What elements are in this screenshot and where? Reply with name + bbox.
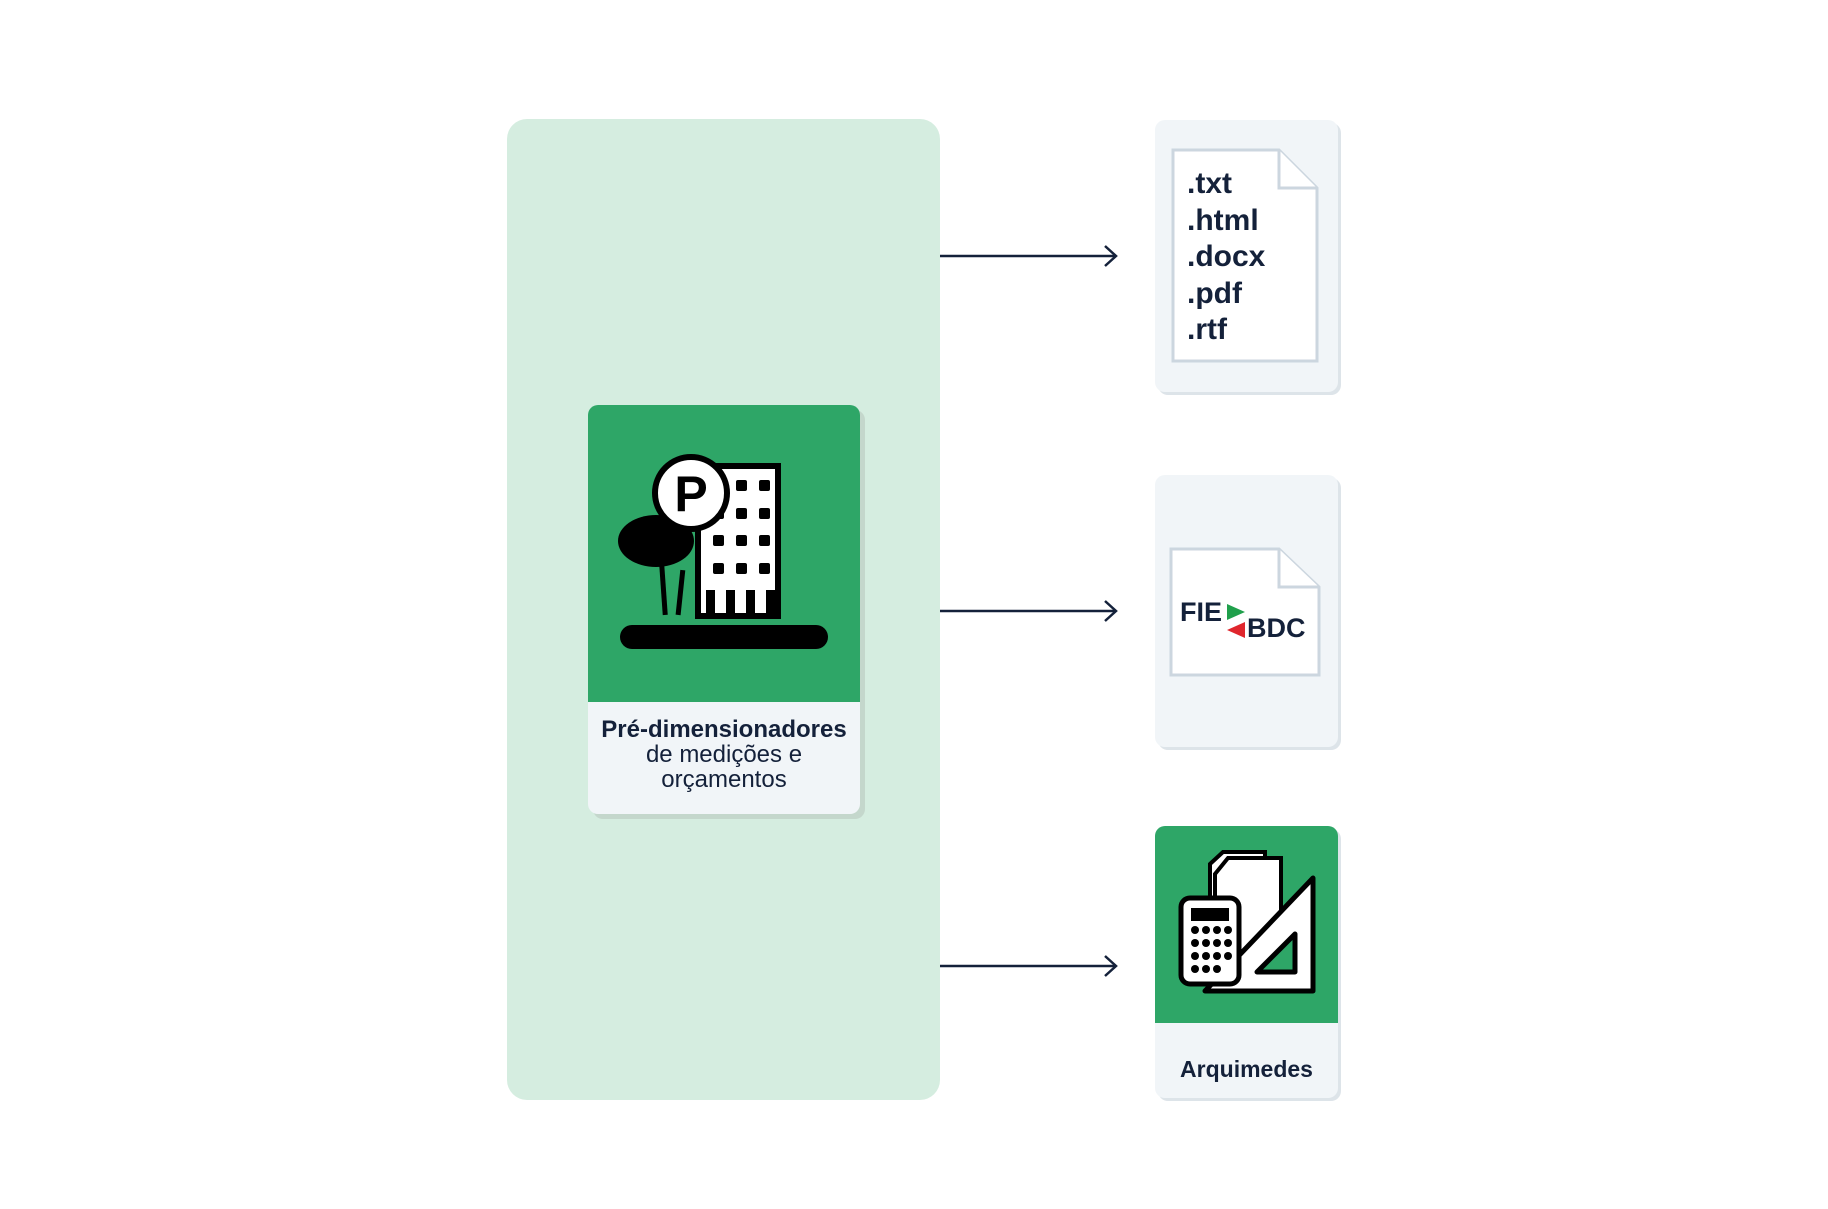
arquimedes-icon: [1155, 826, 1338, 1023]
arrow-to-fiebdc: [940, 600, 1118, 622]
pre-dimensionadores-card: P Pré-dimensionadores de medições e orça…: [588, 405, 860, 814]
format-item: .docx: [1187, 240, 1266, 273]
document-icon: [1171, 148, 1319, 363]
fiebdc-card: FIE BDC: [1155, 475, 1338, 747]
arquimedes-label: Arquimedes: [1180, 1056, 1313, 1082]
format-item: .txt: [1187, 167, 1232, 200]
parking-building-icon: P: [588, 405, 860, 702]
svg-text:P: P: [674, 466, 707, 522]
format-item: .html: [1187, 203, 1259, 237]
format-list: .txt .html .docx .pdf .rtf: [1187, 166, 1265, 349]
arrow-to-arquimedes: [940, 955, 1118, 977]
format-item: .rtf: [1187, 313, 1227, 346]
arquimedes-card: Arquimedes: [1155, 826, 1338, 1098]
export-formats-card: .txt .html .docx .pdf .rtf: [1155, 120, 1338, 392]
format-item: .pdf: [1187, 276, 1242, 310]
arrow-to-formats: [940, 245, 1118, 267]
fiebdc-logo-left: FIE: [1180, 597, 1223, 627]
pre-dimensionadores-label: Pré-dimensionadores de medições e orçame…: [588, 717, 860, 792]
pre-dimensionadores-subtitle-2: orçamentos: [661, 766, 787, 793]
fiebdc-logo-icon: [1227, 604, 1245, 638]
pre-dimensionadores-subtitle-1: de medições e: [645, 741, 803, 768]
pre-dimensionadores-title: Pré-dimensionadores: [601, 716, 847, 743]
fiebdc-logo-right: BDC: [1247, 613, 1306, 643]
